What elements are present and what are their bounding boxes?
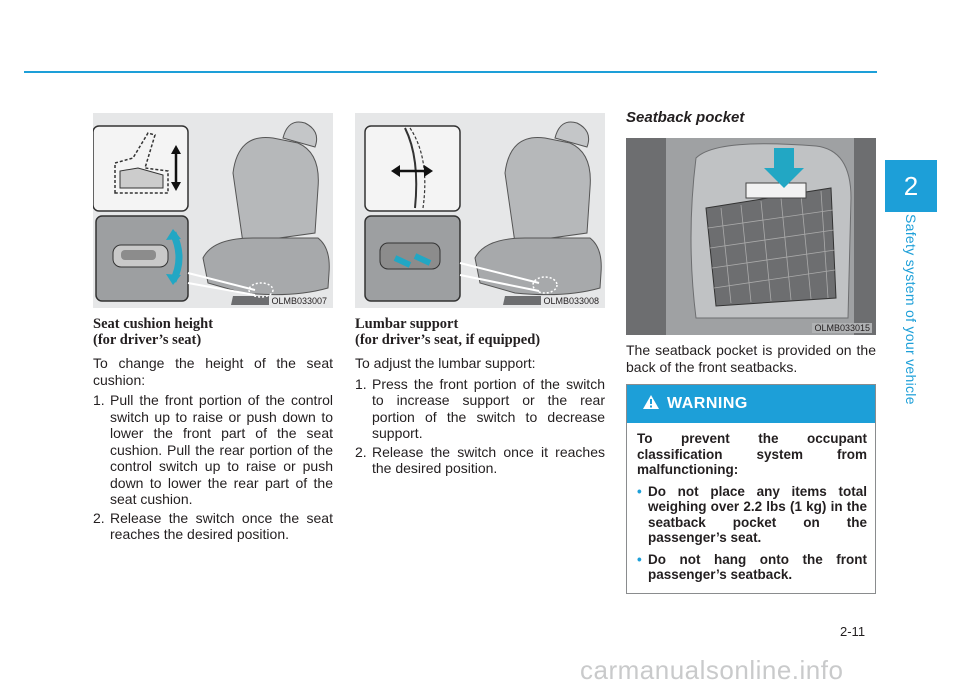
intro-text: To change the height of the seat cushion… <box>93 355 333 388</box>
heading-line-1: Lumbar support <box>355 316 459 332</box>
figure-code: OLMB033008 <box>541 296 601 306</box>
bullet-icon: • <box>637 551 642 567</box>
warning-header: WARNING <box>627 385 875 423</box>
step-number: 2. <box>93 509 105 526</box>
column-seat-cushion-height: Seat cushion height (for driver’s seat) … <box>93 316 333 545</box>
figure-code: OLMB033015 <box>812 323 872 333</box>
list-item: 1. Pull the front portion of the control … <box>93 392 333 508</box>
seat-height-illustration <box>93 121 330 305</box>
warning-bullet-text: Do not place any items total weighing ov… <box>648 483 867 546</box>
lumbar-support-illustration <box>364 121 602 305</box>
step-number: 1. <box>355 375 367 392</box>
step-text: Press the front portion of the switch to… <box>372 375 605 442</box>
warning-list: • Do not place any items total weighing o… <box>637 484 867 583</box>
page-number: 2-11 <box>840 624 866 639</box>
list-item: 2. Release the switch once the seat reach… <box>93 510 333 543</box>
step-text: Release the switch once it reaches the d… <box>372 443 605 477</box>
chapter-number-tab[interactable]: 2 <box>885 160 937 212</box>
column-seatback-pocket-body: The seatback pocket is provided on the b… <box>626 342 876 379</box>
warning-triangle-icon <box>643 394 659 414</box>
body-text: The seatback pocket is provided on the b… <box>626 342 876 375</box>
intro-text: To adjust the lumbar support: <box>355 355 536 371</box>
warning-bullet-text: Do not hang onto the front passenger’s s… <box>648 551 867 583</box>
step-list: 1. Pull the front portion of the control … <box>93 392 333 543</box>
list-item: • Do not hang onto the front passenger’s … <box>637 552 867 583</box>
top-rule <box>24 71 877 73</box>
section-heading: Seat cushion height (for driver’s seat) <box>93 316 333 348</box>
figure-lumbar-support: OLMB033008 <box>355 113 605 308</box>
warning-title: WARNING <box>667 395 748 412</box>
list-item: 1. Press the front portion of the switch … <box>355 376 605 442</box>
column-lumbar-support: Lumbar support (for driver’s seat, if eq… <box>355 316 605 479</box>
figure-seatback-pocket: OLMB033015 <box>626 138 876 335</box>
step-number: 2. <box>355 443 367 460</box>
seatback-pocket-illustration <box>626 138 876 335</box>
list-item: • Do not place any items total weighing o… <box>637 484 867 546</box>
heading-line-2: (for driver’s seat) <box>93 332 202 348</box>
step-text: Release the switch once the seat reaches… <box>110 509 333 543</box>
column-seatback-pocket-title: Seatback pocket <box>626 109 876 127</box>
step-number: 1. <box>93 392 105 408</box>
figure-seat-cushion-height: OLMB033007 <box>93 113 333 308</box>
section-heading: Lumbar support (for driver’s seat, if eq… <box>355 316 605 348</box>
step-text: Pull the front portion of the control sw… <box>110 392 333 507</box>
chapter-title-text: Safety system of your vehicle <box>903 214 919 405</box>
warning-intro: To prevent the occupant classification s… <box>637 431 867 477</box>
list-item: 2. Release the switch once it reaches the… <box>355 444 605 477</box>
heading-line-1: Seat cushion height <box>93 316 214 332</box>
chapter-number: 2 <box>903 170 919 201</box>
figure-code: OLMB033007 <box>269 296 329 306</box>
section-title: Seatback pocket <box>626 109 745 126</box>
watermark: carmanualsonline.info <box>580 655 844 685</box>
bullet-icon: • <box>637 483 642 499</box>
warning-box: WARNING To prevent the occupant classifi… <box>626 384 876 594</box>
warning-body: To prevent the occupant classification s… <box>627 423 875 583</box>
step-list: 1. Press the front portion of the switch … <box>355 376 605 477</box>
heading-line-2: (for driver’s seat, if equipped) <box>355 332 541 348</box>
